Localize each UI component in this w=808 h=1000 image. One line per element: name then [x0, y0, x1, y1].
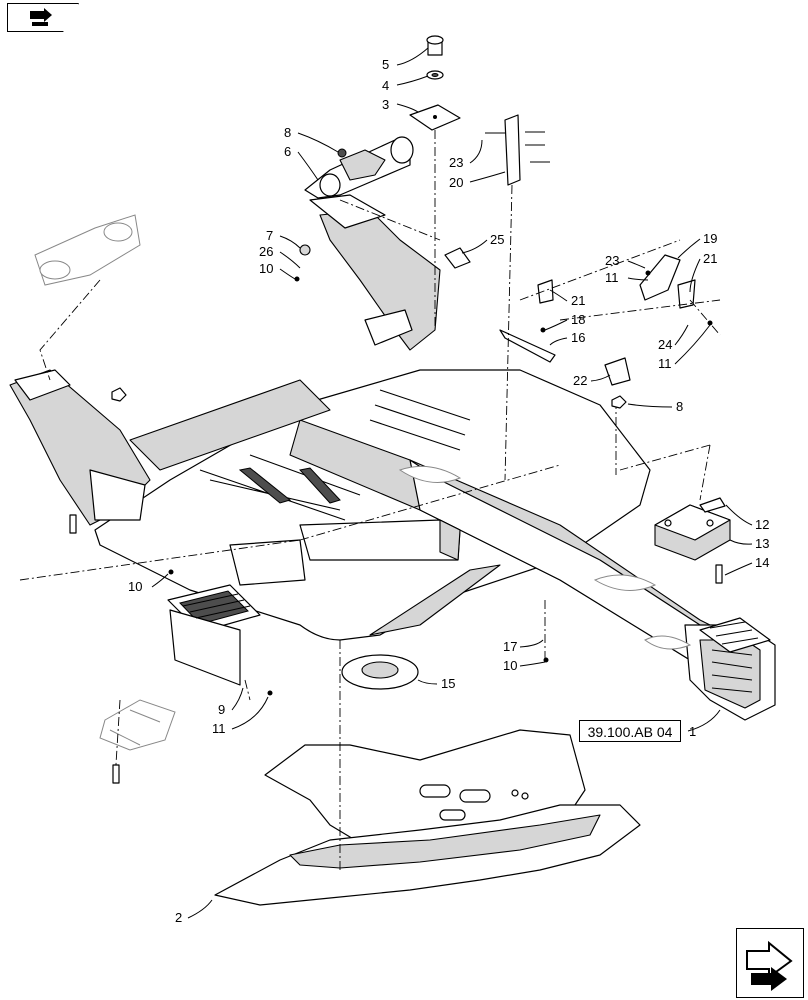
callout-16: 16 [571, 330, 585, 345]
callout-24: 24 [658, 337, 672, 352]
callout-8: 8 [284, 125, 291, 140]
callout-labels: 5 4 3 8 6 23 20 7 26 10 25 19 23 21 11 2… [128, 57, 769, 925]
book-arrow-icon [30, 8, 52, 26]
callout-12: 12 [755, 517, 769, 532]
callout-4: 4 [382, 78, 389, 93]
callout-23: 23 [449, 155, 463, 170]
leader-lines [151, 47, 753, 919]
callout-21: 21 [571, 293, 585, 308]
callout-23: 23 [605, 253, 619, 268]
pivot-pipe-assembly [304, 136, 414, 199]
rear-hitch-box [684, 617, 776, 721]
callout-3: 3 [382, 97, 389, 112]
callout-11: 11 [658, 356, 672, 371]
assembly-lines [19, 130, 721, 870]
main-frame [9, 194, 776, 721]
callout-20: 20 [449, 175, 463, 190]
wear-pad [654, 497, 731, 561]
callout-14: 14 [755, 555, 769, 570]
step-assembly [167, 584, 261, 686]
top-bolt-stack [409, 35, 461, 131]
callout-19: 19 [703, 231, 717, 246]
callout-10: 10 [259, 261, 273, 276]
callout-10: 10 [128, 579, 142, 594]
phantom-hitch-pad [99, 699, 176, 751]
callout-11: 11 [212, 721, 226, 736]
vertical-strap [485, 114, 550, 186]
reference-link[interactable]: 39.100.AB 04 [579, 720, 681, 742]
skid-shoe [214, 729, 641, 906]
next-page-arrow-icon [746, 940, 793, 991]
callout-15: 15 [441, 676, 455, 691]
callout-9: 9 [218, 702, 225, 717]
callout-17: 17 [503, 639, 517, 654]
ring-washer [341, 654, 419, 690]
callout-7: 7 [266, 228, 273, 243]
phantom-saddle-bracket [34, 214, 141, 286]
callout-11: 11 [605, 270, 619, 285]
callout-8: 8 [676, 399, 683, 414]
callout-18: 18 [571, 312, 585, 327]
right-brackets [444, 247, 696, 386]
next-page-button[interactable] [736, 928, 804, 998]
callout-22: 22 [573, 373, 587, 388]
callout-25: 25 [490, 232, 504, 247]
callout-2: 2 [175, 910, 182, 925]
callout-26: 26 [259, 244, 273, 259]
callout-6: 6 [284, 144, 291, 159]
callout-1: 1 [689, 724, 696, 739]
callout-21: 21 [703, 251, 717, 266]
callout-5: 5 [382, 57, 389, 72]
callout-10: 10 [503, 658, 517, 673]
callout-13: 13 [755, 536, 769, 551]
fasteners [69, 148, 723, 784]
